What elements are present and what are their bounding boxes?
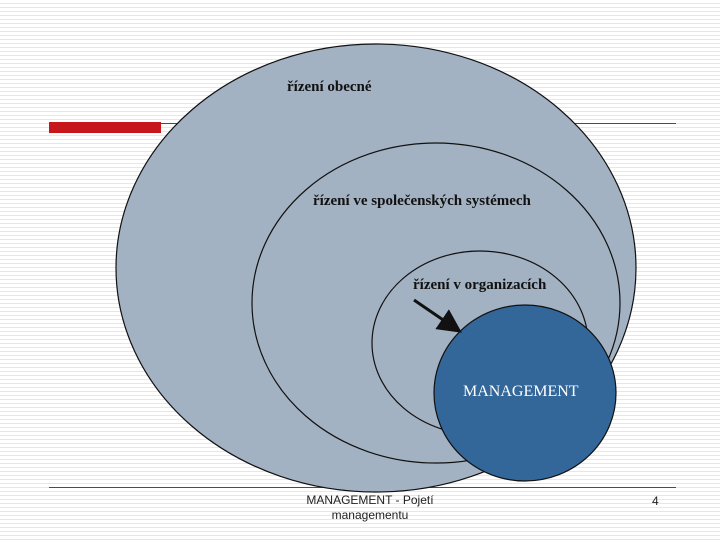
circle-management: [433, 304, 617, 482]
label-organizations: řízení v organizacích: [413, 277, 547, 293]
label-general-management: řízení obecné: [287, 79, 372, 95]
label-social-systems: řízení ve společenských systémech: [313, 193, 531, 209]
title-accent-bar: [49, 122, 161, 133]
label-management: MANAGEMENT: [463, 383, 579, 400]
page-number: 4: [652, 494, 659, 508]
footer-title: MANAGEMENT - Pojetí managementu: [306, 493, 434, 522]
arrow-to-management: [413, 298, 462, 333]
